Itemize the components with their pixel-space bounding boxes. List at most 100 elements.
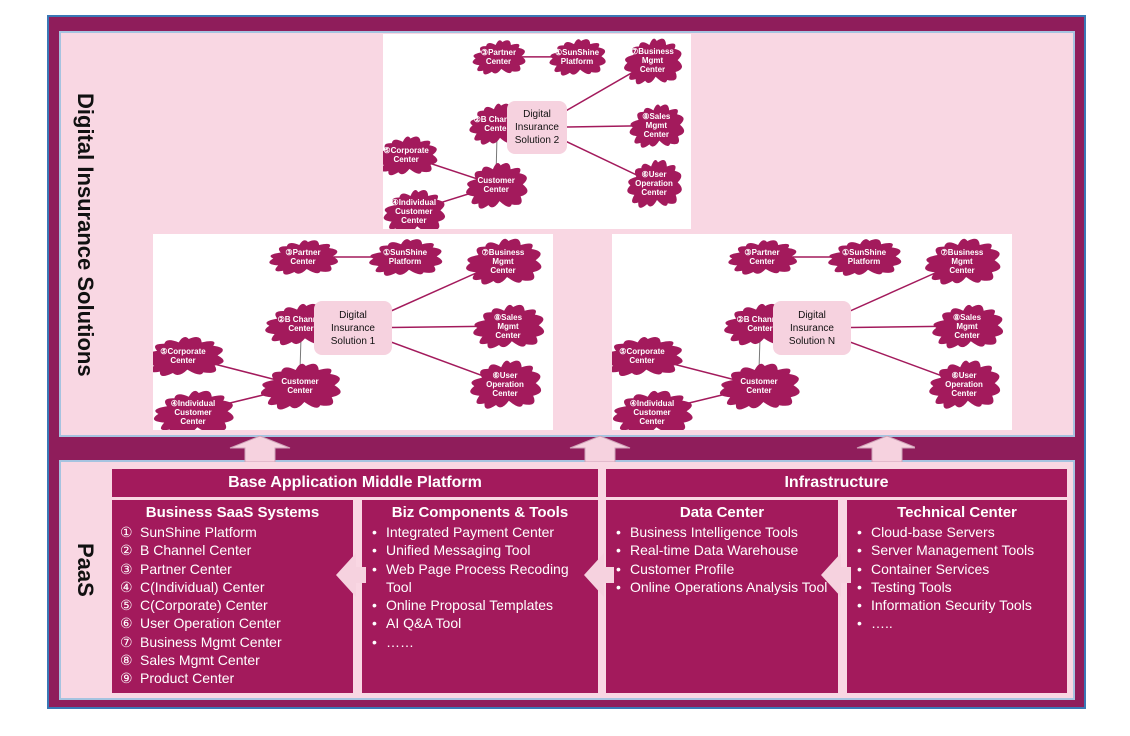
business-cloud-icon (925, 238, 1001, 285)
up-arrow-left (229, 436, 291, 462)
saas-item: ③ Partner Center (120, 560, 345, 578)
partner-cloud-icon (472, 40, 526, 75)
tech-item: Testing Tools (855, 578, 1059, 597)
up-arrow-middle (569, 436, 631, 462)
item-number: ④ (120, 578, 133, 595)
corporate-label: ⑤Corporate Center (619, 347, 665, 365)
data-item: Customer Profile (614, 560, 830, 579)
tech-item: ….. (855, 614, 1059, 633)
solution-connector-lines (153, 238, 545, 430)
item-text: B Channel Center (140, 542, 252, 559)
corporate-cloud-icon (383, 136, 438, 176)
biz-item: Web Page Process Recoding Tool (370, 560, 590, 597)
solution-hub: Digital Insurance Solution N (773, 301, 851, 355)
corporate-cloud-icon (153, 337, 224, 376)
data-center-box: Data Center Business Intelligence ToolsR… (606, 500, 838, 693)
partner-cloud-icon (269, 240, 338, 275)
arrow-tech-to-data (821, 553, 851, 597)
technical-center-title: Technical Center (897, 504, 1017, 521)
useropr-label: ⑥User Operation Center (486, 370, 524, 398)
paas-title: PaaS (73, 543, 98, 597)
solution-hub: Digital Insurance Solution 2 (506, 100, 568, 155)
sunshine-label: ①SunShine Platform (555, 47, 600, 66)
customer-cloud-icon (466, 163, 528, 209)
item-number: ⑦ (120, 633, 133, 650)
data-item: Real-time Data Warehouse (614, 541, 830, 560)
tech-list: Cloud-base ServersServer Management Tool… (855, 523, 1059, 633)
tech-item: Container Services (855, 560, 1059, 579)
useropr-cloud-icon (470, 360, 542, 409)
solution-2-diagram: ③Partner Center ①SunShine Platform ⑦Busine… (383, 34, 691, 229)
tech-item: Information Security Tools (855, 596, 1059, 615)
item-text: Partner Center (140, 560, 232, 577)
business-label: ⑦Business Mgmt Center (631, 47, 674, 75)
item-number: ⑨ (120, 670, 133, 687)
item-text: SunShine Platform (140, 524, 257, 540)
digital-insurance-title: Digital Insurance Solutions (73, 93, 98, 377)
item-number: ② (120, 542, 133, 559)
data-center-title: Data Center (679, 504, 765, 521)
sales-cloud-icon (629, 104, 685, 148)
technical-center-box: Technical Center Cloud-base ServersServe… (847, 500, 1067, 693)
saas-item: ⑦ Business Mgmt Center (120, 633, 345, 651)
biz-item: Integrated Payment Center (370, 523, 590, 542)
useropr-cloud-icon (929, 360, 1001, 409)
solution-hub: Digital Insurance Solution 1 (314, 301, 392, 355)
item-text: C(Individual) Center (140, 578, 265, 595)
saas-item: ④ C(Individual) Center (120, 578, 345, 596)
saas-item: ⑤ C(Corporate) Center (120, 596, 345, 614)
sunshine-cloud-icon (549, 39, 606, 76)
solution-connector-lines (612, 238, 1004, 430)
corporate-label: ⑤Corporate Center (160, 347, 206, 365)
customer-label: Customer Center (477, 176, 515, 195)
sunshine-label: ①SunShine Platform (841, 248, 887, 266)
sunshine-cloud-icon (369, 239, 443, 276)
business-cloud-icon (624, 38, 683, 85)
corporate-cloud-icon (612, 337, 683, 376)
sales-label: ⑧Sales Mgmt Center (642, 112, 671, 140)
business-label: ⑦Business Mgmt Center (940, 247, 984, 275)
item-text: Business Mgmt Center (140, 633, 282, 650)
data-list: Business Intelligence ToolsReal-time Dat… (614, 523, 830, 596)
biz-title: Biz Components & Tools (391, 504, 569, 521)
partner-label: ③Partner Center (480, 47, 517, 66)
saas-item: ② B Channel Center (120, 541, 345, 559)
business-label: ⑦Business Mgmt Center (481, 247, 525, 275)
biz-list: Integrated Payment CenterUnified Messagi… (370, 523, 590, 651)
arrow-biz-to-saas (336, 553, 366, 597)
item-number: ⑤ (120, 597, 133, 614)
customer-cloud-icon (719, 363, 800, 410)
bchannel-label: ②B Channel Center (473, 114, 521, 133)
saas-title: Business SaaS Systems (145, 504, 320, 521)
saas-item: ① SunShine Platform (120, 523, 345, 541)
biz-item: …… (370, 633, 590, 652)
customer-label: Customer Center (740, 377, 778, 395)
data-item: Business Intelligence Tools (614, 523, 830, 542)
business-cloud-icon (466, 238, 542, 285)
item-number: ③ (120, 560, 133, 577)
individual-cloud-icon (153, 390, 234, 430)
customer-cloud-icon (260, 363, 341, 410)
bchannel-label: ②B Channel Center (277, 315, 325, 333)
item-text: C(Corporate) Center (140, 597, 268, 614)
sunshine-cloud-icon (828, 239, 902, 276)
sales-cloud-icon (932, 304, 1004, 349)
corporate-label: ⑤Corporate Center (383, 146, 429, 165)
sunshine-label: ①SunShine Platform (382, 248, 428, 266)
biz-item: Online Proposal Templates (370, 596, 590, 615)
item-number: ① (120, 524, 133, 540)
useropr-label: ⑥User Operation Center (635, 169, 673, 197)
biz-components-box: Biz Components & Tools Integrated Paymen… (362, 500, 598, 693)
bchannel-label: ②B Channel Center (736, 315, 784, 333)
arrow-data-to-biz (584, 553, 614, 597)
individual-label: ④Individual Customer Center (391, 197, 437, 225)
sales-label: ⑧Sales Mgmt Center (493, 312, 523, 340)
tech-item: Server Management Tools (855, 541, 1059, 560)
sales-cloud-icon (473, 304, 545, 349)
useropr-cloud-icon (627, 159, 682, 208)
